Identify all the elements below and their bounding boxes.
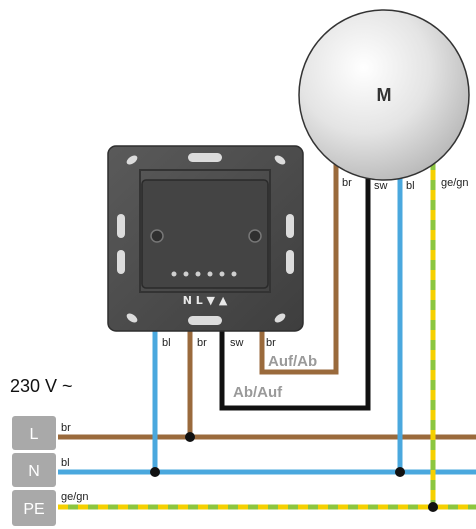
switch-wire-label-br: br xyxy=(197,337,207,349)
terminal-marks: N L ▼ ▲ xyxy=(183,294,228,307)
junction-dot-N-motor xyxy=(395,467,405,477)
bus-label-L: br xyxy=(61,422,71,434)
terminal-label-N: N xyxy=(28,463,40,480)
switch-wire-label-sw: sw xyxy=(230,337,244,349)
motor-label: M xyxy=(377,85,392,105)
switch-wire-sw xyxy=(219,150,371,411)
motor-wire-label-br: br xyxy=(342,177,352,189)
supply-voltage-label: 230 V ~ xyxy=(10,376,73,396)
junction-dot-N-switch xyxy=(150,467,160,477)
screw-slot-icon xyxy=(274,155,286,165)
direction-label-up-down: Auf/Ab xyxy=(268,353,317,370)
terminal-screws xyxy=(171,271,237,277)
junction-dot-PE xyxy=(428,502,438,512)
bus-label-N: bl xyxy=(61,457,70,469)
motor-wire-label-bl: bl xyxy=(406,180,415,192)
motor-wire-label-pe: ge/gn xyxy=(441,177,469,189)
screw-slot-icon xyxy=(274,313,286,323)
switch-wire-label-bl: bl xyxy=(162,337,171,349)
terminal-box-L: L xyxy=(12,416,56,450)
terminal-label-PE: PE xyxy=(23,501,44,518)
terminal-label-L: L xyxy=(30,426,39,443)
terminal-box-PE: PE xyxy=(12,490,56,526)
junction-dot-L xyxy=(185,432,195,442)
direction-label-down-up: Ab/Auf xyxy=(233,384,283,401)
switch-wire-br-motor xyxy=(259,150,339,375)
bus-label-PE: ge/gn xyxy=(61,491,89,503)
screw-slot-icon xyxy=(126,155,138,165)
screw-slot-icon xyxy=(126,313,138,323)
switch-insert: N L ▼ ▲ xyxy=(107,145,304,332)
switch-wire-label-br-motor: br xyxy=(266,337,276,349)
motor: M xyxy=(298,9,470,181)
terminal-box-N: N xyxy=(12,453,56,487)
motor-wire-label-sw: sw xyxy=(374,180,388,192)
